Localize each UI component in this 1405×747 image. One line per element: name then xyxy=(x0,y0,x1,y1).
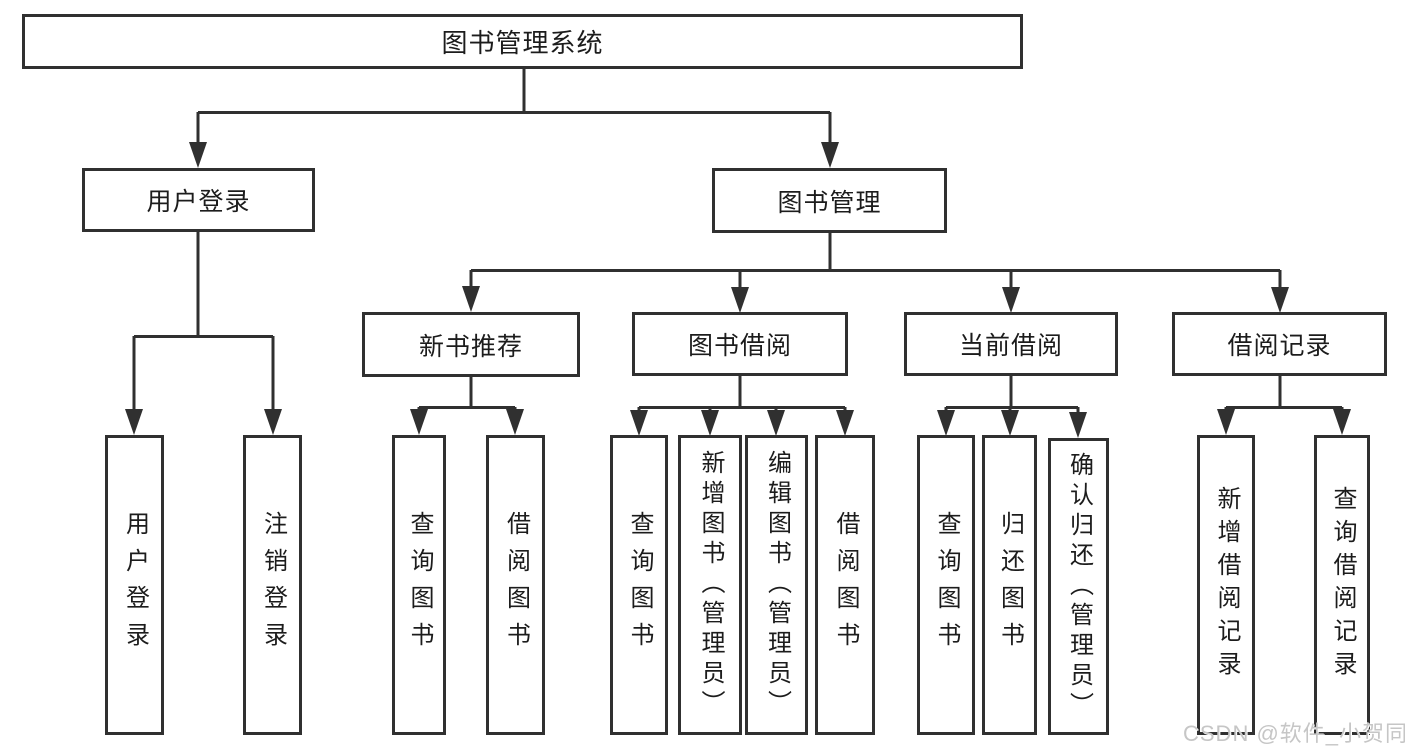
node-user-login: 用户登录 xyxy=(82,168,315,232)
node-current-borrow: 当前借阅 xyxy=(904,312,1118,376)
connector-root-to-level2 xyxy=(196,69,832,147)
node-library-management-system: 图书管理系统 xyxy=(22,14,1023,69)
node-label: 图书借阅 xyxy=(687,332,792,360)
leaf-add-books-admin: 新增图书（管理员） xyxy=(678,435,742,735)
node-book-borrow: 图书借阅 xyxy=(632,312,848,376)
connector-book-mgmt-branch xyxy=(469,233,1282,291)
leaf-return-books: 归还图书 xyxy=(982,435,1037,735)
node-label: 借阅图书 xyxy=(502,511,530,659)
node-label: 注销登录 xyxy=(259,511,287,659)
node-label: 查询图书 xyxy=(626,511,653,659)
node-label: 用户登录 xyxy=(146,188,251,216)
node-borrow-records: 借阅记录 xyxy=(1172,312,1387,376)
leaf-logout: 注销登录 xyxy=(243,435,302,735)
leaf-borrow-books: 借阅图书 xyxy=(815,435,875,735)
leaf-query-books-recommend: 查询图书 xyxy=(392,435,446,735)
leaf-edit-books-admin: 编辑图书（管理员） xyxy=(745,435,808,735)
leaf-query-books-current: 查询图书 xyxy=(917,435,975,735)
node-label: 新增借阅记录 xyxy=(1213,486,1240,684)
node-label: 编辑图书（管理员） xyxy=(763,450,791,720)
leaf-query-borrow-record: 查询借阅记录 xyxy=(1314,435,1370,735)
connector-book-borrow-branch xyxy=(637,376,847,413)
node-label: 查询图书 xyxy=(933,511,960,659)
csdn-watermark: CSDN @软件_小贺同学 xyxy=(1183,721,1405,746)
node-label: 图书管理 xyxy=(777,188,882,217)
node-label: 借阅记录 xyxy=(1227,332,1332,360)
connector-borrow-records-branch xyxy=(1224,376,1344,413)
node-label: 查询借阅记录 xyxy=(1329,486,1356,684)
node-label: 用户登录 xyxy=(121,511,149,659)
leaf-confirm-return-admin: 确认归还（管理员） xyxy=(1048,438,1109,735)
node-label: 借阅图书 xyxy=(832,511,859,659)
node-label: 新书推荐 xyxy=(418,332,523,361)
node-label: 归还图书 xyxy=(996,511,1024,659)
leaf-user-login: 用户登录 xyxy=(105,435,164,735)
connector-user-login-branch xyxy=(132,232,275,412)
node-new-book-recommend: 新书推荐 xyxy=(362,312,580,377)
node-label: 确认归还（管理员） xyxy=(1065,451,1093,722)
connector-current-borrow-branch xyxy=(944,376,1080,415)
node-label: 新增图书（管理员） xyxy=(697,450,724,720)
leaf-add-borrow-record: 新增借阅记录 xyxy=(1197,435,1255,735)
connector-new-books-branch xyxy=(417,377,517,412)
node-label: 查询图书 xyxy=(406,511,433,659)
leaf-borrow-books-recommend: 借阅图书 xyxy=(486,435,545,735)
leaf-query-books-borrow: 查询图书 xyxy=(610,435,668,735)
node-book-management: 图书管理 xyxy=(712,168,947,233)
arrowhead-icons xyxy=(125,142,1351,438)
node-label: 当前借阅 xyxy=(958,332,1063,360)
node-label: 图书管理系统 xyxy=(441,28,604,58)
